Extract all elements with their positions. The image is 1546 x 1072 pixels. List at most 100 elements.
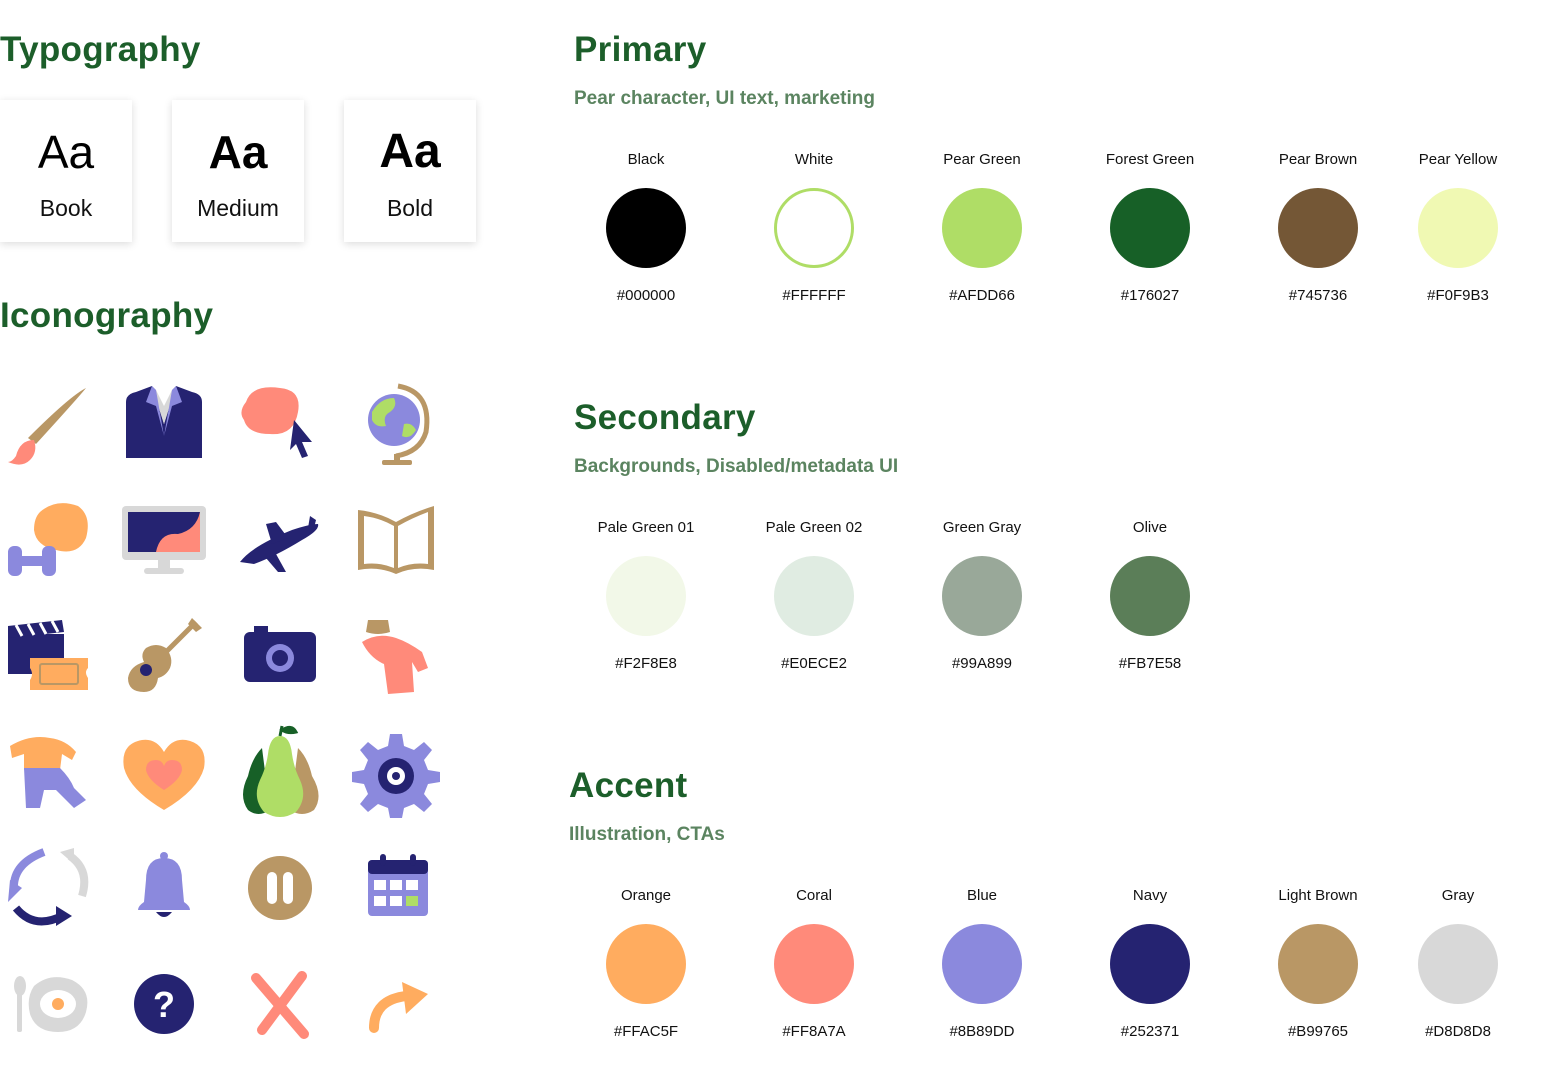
- font-weight-label: Bold: [386, 195, 434, 221]
- color-dot: [1418, 924, 1498, 1004]
- color-dot: [606, 924, 686, 1004]
- color-dot: [1110, 556, 1190, 636]
- font-weight-card-bold: Aa Bold: [344, 100, 476, 242]
- accent-subtitle: Illustration, CTAs: [569, 824, 725, 845]
- color-dot: [1278, 188, 1358, 268]
- swatch-hex: #D8D8D8: [1425, 1023, 1491, 1040]
- swatch-olive: Olive #FB7E58: [1066, 518, 1234, 674]
- pears-icon: [232, 724, 328, 820]
- font-sample: Aa: [37, 126, 95, 178]
- bell-icon: [116, 840, 212, 936]
- swatch-blue: Blue #8B89DD: [898, 886, 1066, 1042]
- font-weight-label: Medium: [197, 195, 279, 221]
- calendar-icon: [348, 840, 444, 936]
- swatch-hex: #8B89DD: [949, 1023, 1015, 1040]
- svg-text:?: ?: [153, 984, 175, 1025]
- swatch-hex: #FB7E58: [1118, 655, 1182, 672]
- swatch-name: Blue: [966, 887, 998, 904]
- help-icon: ?: [116, 956, 212, 1052]
- swatch-name: Green Gray: [942, 519, 1022, 536]
- swatch-hex: #99A899: [951, 655, 1013, 672]
- font-weight-card-medium: Aa Medium: [172, 100, 304, 242]
- swatch-name: Olive: [1132, 519, 1168, 536]
- swatch-name: White: [794, 151, 834, 168]
- refresh-icon: [0, 840, 96, 936]
- close-icon: [232, 956, 328, 1052]
- swatch-hex: #AFDD66: [949, 287, 1015, 304]
- suit-icon: [116, 376, 212, 472]
- monitor-icon: [116, 492, 212, 588]
- swatch-navy: Navy #252371: [1066, 886, 1234, 1042]
- camera-icon: [232, 608, 328, 704]
- swatch-pear-green: Pear Green #AFDD66: [898, 150, 1066, 306]
- color-dot: [1110, 188, 1190, 268]
- swatch-hex: #FF8A7A: [782, 1023, 846, 1040]
- accent-title: Accent: [569, 766, 688, 805]
- swatch-name: Pear Brown: [1278, 151, 1358, 168]
- clothing-icon: [348, 608, 444, 704]
- swatch-forest-green: Forest Green #176027: [1066, 150, 1234, 306]
- color-dot: [774, 556, 854, 636]
- swatch-hex: #B99765: [1287, 1023, 1349, 1040]
- swatch-pear-yellow: Pear Yellow #F0F9B3: [1374, 150, 1542, 306]
- color-dot: [942, 188, 1022, 268]
- swatch-hex: #E0ECE2: [781, 655, 847, 672]
- guitar-icon: [116, 608, 212, 704]
- color-dot: [1110, 924, 1190, 1004]
- swatch-name: Forest Green: [1105, 151, 1195, 168]
- outfit-icon: [0, 724, 96, 820]
- primary-title: Primary: [574, 30, 707, 69]
- primary-subtitle: Pear character, UI text, marketing: [574, 88, 875, 109]
- color-dot: [942, 924, 1022, 1004]
- swatch-coral: Coral #FF8A7A: [730, 886, 898, 1042]
- heart-icon: [116, 724, 212, 820]
- swatch-white: White #FFFFFF: [730, 150, 898, 306]
- swatch-hex: #FFAC5F: [613, 1023, 679, 1040]
- swatch-name: Pale Green 02: [765, 519, 863, 536]
- color-dot: [1418, 188, 1498, 268]
- swatch-black: Black #000000: [562, 150, 730, 306]
- swatch-name: Gray: [1441, 887, 1475, 904]
- swatch-pear-brown: Pear Brown #745736: [1234, 150, 1402, 306]
- paintbrush-icon: [0, 376, 96, 472]
- movie-ticket-icon: [0, 608, 96, 704]
- swatch-hex: #F2F8E8: [615, 655, 677, 672]
- pause-icon: [232, 840, 328, 936]
- swatch-hex: #252371: [1120, 1023, 1180, 1040]
- swatch-gray: Gray #D8D8D8: [1374, 886, 1542, 1042]
- font-weight-label: Book: [39, 195, 93, 221]
- swatch-hex: #745736: [1288, 287, 1348, 304]
- globe-icon: [348, 376, 444, 472]
- swatch-name: Coral: [796, 887, 832, 904]
- swatch-name: Orange: [620, 887, 672, 904]
- swatch-light-brown: Light Brown #B99765: [1234, 886, 1402, 1042]
- swatch-hex: #FFFFFF: [782, 287, 846, 304]
- share-icon: [348, 956, 444, 1052]
- color-dot: [606, 188, 686, 268]
- blob-cursor-icon: [232, 376, 328, 472]
- fitness-icon: [0, 492, 96, 588]
- color-dot: [774, 188, 854, 268]
- font-weight-card-book: Aa Book: [0, 100, 132, 242]
- swatch-name: Light Brown: [1278, 887, 1358, 904]
- typography-title: Typography: [0, 30, 201, 69]
- book-icon: [348, 492, 444, 588]
- swatch-name: Pale Green 01: [597, 519, 695, 536]
- swatch-pale-green-02: Pale Green 02 #E0ECE2: [730, 518, 898, 674]
- swatch-name: Black: [627, 151, 665, 168]
- swatch-name: Pear Yellow: [1418, 151, 1498, 168]
- swatch-hex: #176027: [1120, 287, 1180, 304]
- swatch-hex: #F0F9B3: [1427, 287, 1489, 304]
- swatch-orange: Orange #FFAC5F: [562, 886, 730, 1042]
- iconography-title: Iconography: [0, 296, 214, 335]
- secondary-subtitle: Backgrounds, Disabled/metadata UI: [574, 456, 899, 477]
- swatch-name: Pear Green: [943, 151, 1021, 168]
- food-icon: [0, 956, 96, 1052]
- swatch-hex: #000000: [616, 287, 676, 304]
- font-sample: Aa: [379, 125, 441, 178]
- secondary-title: Secondary: [574, 398, 756, 437]
- swatch-name: Navy: [1132, 887, 1168, 904]
- swatch-green-gray: Green Gray #99A899: [898, 518, 1066, 674]
- color-dot: [606, 556, 686, 636]
- font-sample: Aa: [208, 126, 268, 178]
